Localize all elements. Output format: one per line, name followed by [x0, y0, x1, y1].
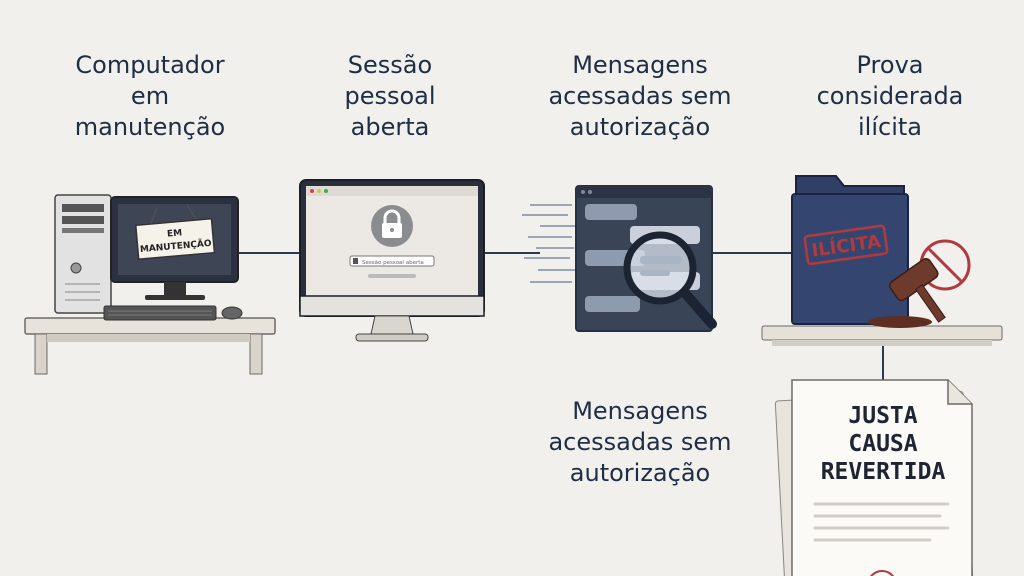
verdict-document — [774, 379, 974, 576]
computer-icon: EM MANUTENÇÃO — [24, 194, 276, 375]
document-line-2: CAUSA — [848, 431, 918, 457]
step-4-label: Prova considerada ilícita — [816, 51, 964, 141]
repeated-step-label: Mensagens acessadas sem autorização — [548, 397, 732, 487]
session-field-text: Sessão pessoal aberta — [362, 260, 424, 266]
step-1-label: Computador em manutenção — [74, 51, 226, 141]
magnifier-icon — [522, 185, 717, 332]
document-line-1: JUSTA — [848, 403, 918, 429]
step-2-label: Sessão pessoal aberta — [344, 51, 436, 141]
connector-lines — [238, 252, 884, 382]
sign-line-1: EM — [167, 228, 183, 239]
step-3-label: Mensagens acessadas sem autorização — [548, 51, 732, 141]
lock-icon: Sessão pessoal aberta — [299, 179, 485, 342]
document-line-3: REVERTIDA — [820, 459, 946, 485]
gavel-icon: ILÍCITA — [761, 175, 1003, 346]
document-title: JUSTA CAUSA REVERTIDA — [800, 402, 966, 486]
maintenance-sign: EM MANUTENÇÃO — [134, 204, 216, 261]
